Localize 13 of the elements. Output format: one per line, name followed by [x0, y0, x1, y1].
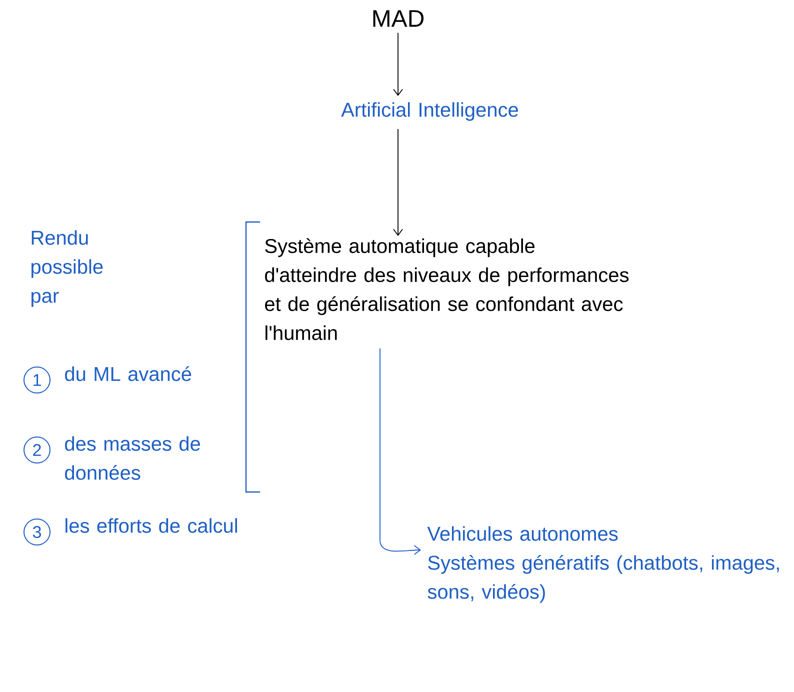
callout-number: 3 — [24, 518, 50, 546]
list-item-text: les efforts de calcul — [66, 518, 237, 533]
arrow — [393, 128, 403, 236]
list-item-text: du ML avancé — [65, 366, 192, 382]
concept-text: Artificial Intelligence — [341, 102, 518, 121]
list-item-text: des masses de données — [65, 436, 200, 480]
callout-number: 1 — [24, 366, 50, 394]
arrow — [393, 88, 403, 96]
note-text: Rendu possible par — [32, 230, 103, 307]
definition-text: Système automatique capable d'atteindre des niveaux de performances et de généralisation se confondant avec l'humain — [265, 238, 629, 340]
title-text: MAD — [373, 10, 424, 27]
examples-text: Vehicules autonomes Systèmes génératifs (chatbots, images, sons, vidéos) — [427, 526, 779, 603]
callout-number: 2 — [24, 436, 50, 464]
